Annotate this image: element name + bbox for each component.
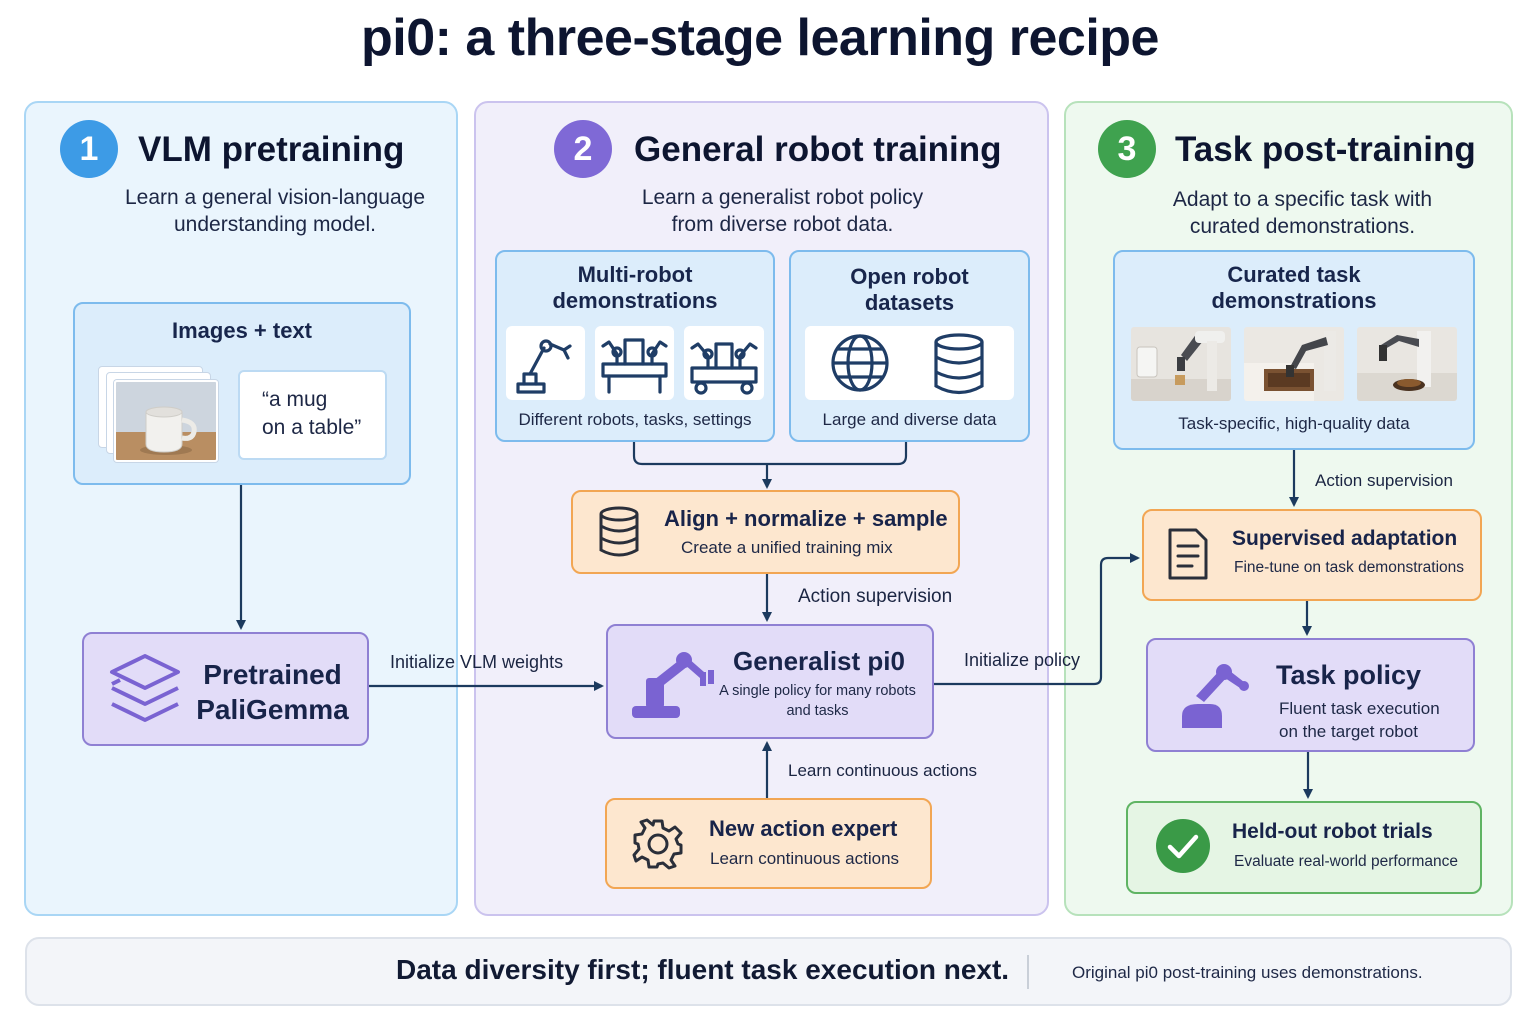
generalist-sub-line1: A single policy for many robots [719,683,916,699]
generalist-pi0-title: Generalist pi0 [733,646,905,676]
learn-continuous-actions-label: Learn continuous actions [788,761,978,780]
stage2-desc-line1: Learn a generalist robot policy [641,186,924,209]
stage2-description: Learn a generalist robot policy from div… [580,184,985,238]
footer-divider [1027,955,1029,989]
footer-main-text: Data diversity first; fluent task execut… [396,954,1010,985]
action-expert-subtitle: Learn continuous actions [710,849,900,868]
checkmark-icon [1155,818,1211,879]
gear-icon [632,818,684,875]
multi-robot-line1: Multi-robot [577,262,693,287]
init-vlm-weights-label: Initialize VLM weights [390,652,564,672]
task-policy-title: Task policy [1276,660,1422,690]
stage3-desc-line2: curated demonstrations. [1189,215,1416,238]
demo-photo-1 [1131,327,1231,401]
multi-robot-line2: demonstrations [552,288,718,313]
layers-icon [108,652,182,733]
generalist-sub-line2: and tasks [786,703,849,719]
task-policy-sub-line2: on the target robot [1279,722,1418,741]
pretrained-line1: Pretrained [203,659,342,690]
pretrained-line2: PaliGemma [196,694,349,725]
database-icon [932,333,986,400]
stage1-number: 1 [60,120,118,178]
curated-task-caption: Task-specific, high-quality data [1178,414,1410,433]
supervised-adaptation-title: Supervised adaptation [1232,527,1458,550]
stage1-description: Learn a general vision-language understa… [90,184,460,238]
open-datasets-heading: Open robot datasets [789,264,1030,316]
stage2-title: General robot training [634,130,1002,169]
generalist-pi0-subtitle: A single policy for many robots and task… [700,681,935,721]
pretrained-paligemma-box [82,632,369,746]
caption-quote-line2: on a table” [262,416,362,439]
mobile-robot-card [684,326,764,400]
action-expert-title: New action expert [709,816,898,841]
curated-task-heading: Curated task demonstrations [1113,262,1475,314]
stage1-desc-line1: Learn a general vision-language [124,186,426,209]
footer-bar [25,937,1512,1006]
caption-quote: “a mug on a table” [262,386,361,442]
multi-robot-caption: Different robots, tasks, settings [518,410,752,429]
globe-icon [830,333,890,398]
open-datasets-line1: Open robot [850,264,969,289]
caption-quote-line1: “a mug [262,388,328,411]
stage2-action-supervision-label: Action supervision [798,586,953,607]
page-title: pi0: a three-stage learning recipe [361,9,1159,67]
robot-arm-card [506,326,585,400]
document-icon [1166,526,1210,587]
stage3-title: Task post-training [1175,130,1476,169]
arrow-datasets-merge [632,442,908,466]
pretrained-paligemma-label: Pretrained PaliGemma [190,657,355,727]
robot-arm-small-icon [1176,660,1256,735]
dual-arm-robot-icon [601,338,668,394]
footer-note: Original pi0 post-training uses demonstr… [1072,963,1423,982]
robot-arm-solid-icon [628,640,716,727]
action-expert-box [605,798,932,889]
stage2-number: 2 [554,120,612,178]
mug-photo [114,380,218,462]
stage3-description: Adapt to a specific task with curated de… [1120,186,1485,240]
align-title: Align + normalize + sample [664,506,948,531]
demo-photo-3 [1357,327,1457,401]
open-datasets-line2: datasets [864,290,955,315]
heldout-trials-title: Held-out robot trials [1232,820,1433,843]
demo-photo-2 [1244,327,1344,401]
arrow-generalist-to-supervised [934,553,1140,686]
task-policy-subtitle: Fluent task execution on the target robo… [1279,697,1440,743]
align-subtitle: Create a unified training mix [681,538,893,557]
dual-arm-robot-card [595,326,674,400]
stage2-desc-line2: from diverse robot data. [671,213,894,236]
mobile-robot-icon [690,342,758,395]
caption-card [238,370,387,460]
images-text-heading: Images + text [171,318,312,343]
heldout-trials-subtitle: Evaluate real-world performance [1234,853,1458,870]
stage3-panel [1064,101,1513,916]
curated-line2: demonstrations [1211,288,1377,313]
multi-robot-heading: Multi-robot demonstrations [495,262,775,314]
curated-line1: Curated task [1227,262,1361,287]
stage1-title: VLM pretraining [138,130,405,169]
stage1-desc-line2: understanding model. [174,213,376,236]
supervised-adaptation-subtitle: Fine-tune on task demonstrations [1234,559,1465,576]
stage3-desc-line1: Adapt to a specific task with [1172,188,1433,211]
open-datasets-caption: Large and diverse data [822,410,997,429]
stage3-number: 3 [1098,120,1156,178]
init-policy-label: Initialize policy [964,650,1081,670]
robot-arm-icon [516,339,572,394]
stage3-action-supervision-label: Action supervision [1315,471,1453,490]
task-policy-sub-line1: Fluent task execution [1279,699,1440,718]
database-stack-icon [597,506,641,563]
